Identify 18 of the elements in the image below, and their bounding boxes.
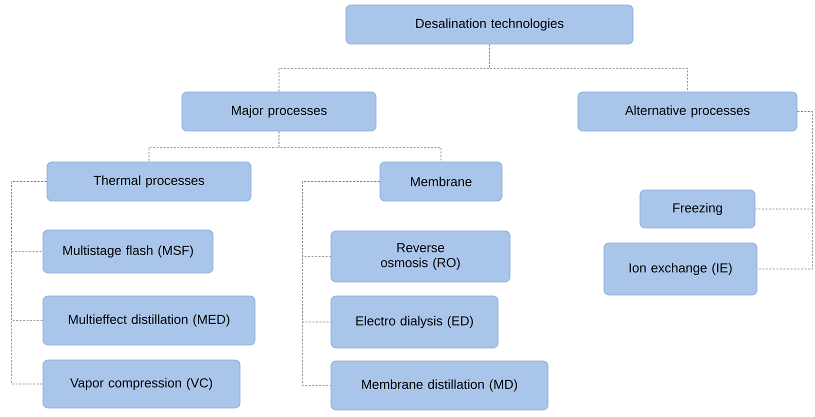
process-box: Multieffect distillation (MED) [42,296,256,346]
process-box: Thermal processes [46,162,252,202]
process-box: Vapor compression (VC) [42,360,240,408]
process-box: Multistage flash (MSF) [42,230,214,274]
process-box: Membrane [380,162,502,202]
connector-line [11,181,47,384]
connector-line [489,44,688,92]
process-box: Desalination technologies [346,4,634,44]
process-box: Reverse osmosis (RO) [330,230,510,282]
process-box: Ion exchange (IE) [604,242,758,296]
process-box: Membrane distillation (MD) [330,360,548,410]
process-box: Freezing [640,190,756,228]
process-box: Electro dialysis (ED) [330,296,498,348]
connector-line [302,181,380,386]
process-box: Major processes [182,92,376,132]
connector-line [278,131,442,162]
process-box: Alternative processes [578,92,798,132]
connector-line [757,111,813,270]
